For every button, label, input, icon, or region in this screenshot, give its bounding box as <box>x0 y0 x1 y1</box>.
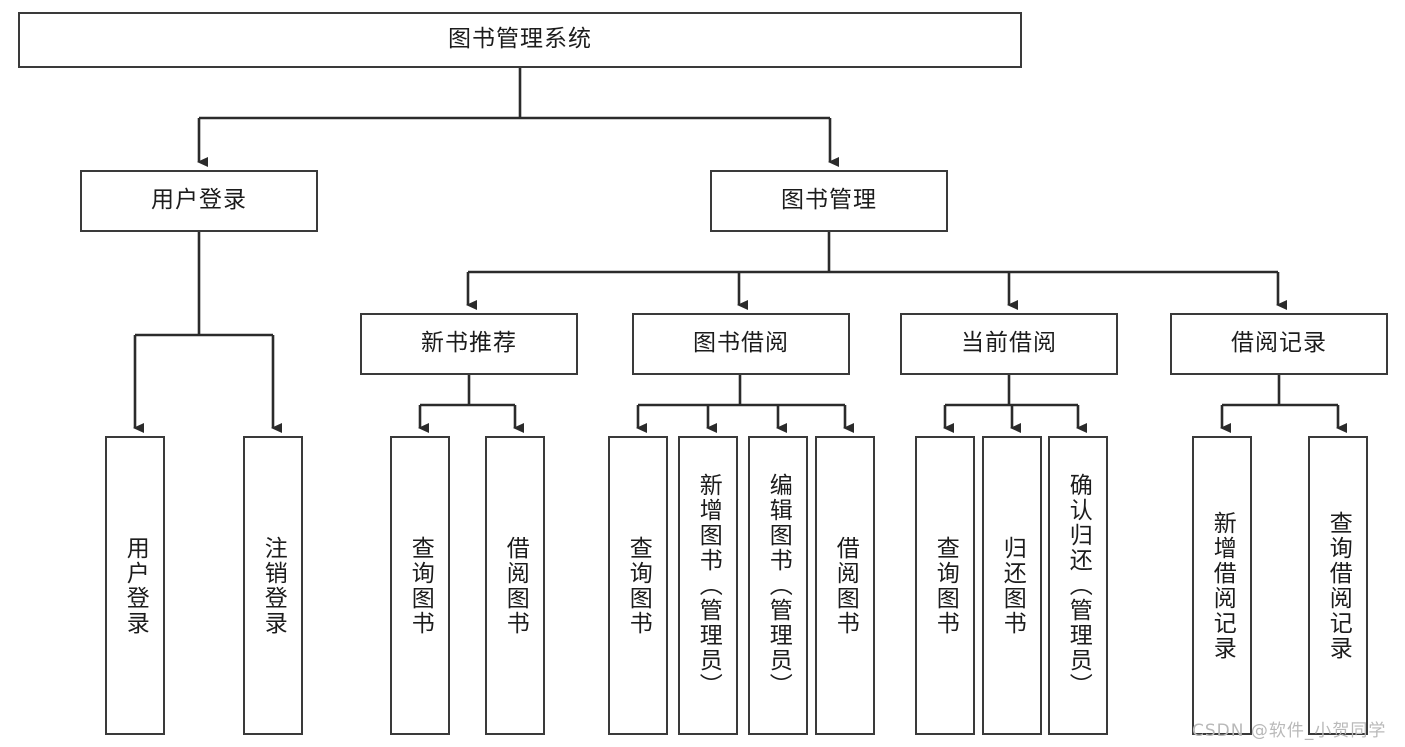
node-leaf-add-book-admin[interactable]: 新增图书（管理员） <box>678 436 738 735</box>
node-leaf-borrow-query-book-label: 查询图书 <box>625 535 652 636</box>
node-current-borrow-label: 当前借阅 <box>961 330 1057 357</box>
node-leaf-recommend-query-book-label: 查询图书 <box>407 535 434 636</box>
node-leaf-borrow-book-label: 借阅图书 <box>832 535 859 636</box>
node-leaf-current-query-book[interactable]: 查询图书 <box>915 436 975 735</box>
node-leaf-logout-label: 注销登录 <box>260 535 287 636</box>
node-leaf-add-borrow-record[interactable]: 新增借阅记录 <box>1192 436 1252 735</box>
node-new-book-recommend-label: 新书推荐 <box>421 330 517 357</box>
node-leaf-query-borrow-record-label: 查询借阅记录 <box>1325 510 1352 661</box>
node-leaf-return-book-label: 归还图书 <box>999 535 1026 636</box>
node-leaf-query-borrow-record[interactable]: 查询借阅记录 <box>1308 436 1368 735</box>
node-leaf-recommend-borrow-book[interactable]: 借阅图书 <box>485 436 545 735</box>
node-root[interactable]: 图书管理系统 <box>18 12 1022 68</box>
node-leaf-confirm-return-admin[interactable]: 确认归还（管理员） <box>1048 436 1108 735</box>
node-leaf-borrow-book[interactable]: 借阅图书 <box>815 436 875 735</box>
node-leaf-logout[interactable]: 注销登录 <box>243 436 303 735</box>
node-leaf-current-query-book-label: 查询图书 <box>932 535 959 636</box>
node-leaf-borrow-query-book[interactable]: 查询图书 <box>608 436 668 735</box>
node-leaf-edit-book-admin[interactable]: 编辑图书（管理员） <box>748 436 808 735</box>
node-user-login[interactable]: 用户登录 <box>80 170 318 232</box>
node-leaf-user-login-label: 用户登录 <box>122 535 149 636</box>
watermark-text: CSDN @软件_小贺同学 <box>1192 721 1387 741</box>
node-leaf-recommend-borrow-book-label: 借阅图书 <box>502 535 529 636</box>
node-leaf-confirm-return-admin-label: 确认归还（管理员） <box>1065 473 1092 698</box>
node-leaf-recommend-query-book[interactable]: 查询图书 <box>390 436 450 735</box>
node-borrow-record[interactable]: 借阅记录 <box>1170 313 1388 375</box>
node-leaf-add-book-admin-label: 新增图书（管理员） <box>695 473 722 698</box>
watermark: CSDN @软件_小贺同学 <box>1192 716 1386 741</box>
node-book-management[interactable]: 图书管理 <box>710 170 948 232</box>
node-book-management-label: 图书管理 <box>781 187 877 214</box>
node-leaf-return-book[interactable]: 归还图书 <box>982 436 1042 735</box>
node-root-label: 图书管理系统 <box>448 26 592 53</box>
node-leaf-edit-book-admin-label: 编辑图书（管理员） <box>765 473 792 698</box>
node-book-borrow-label: 图书借阅 <box>693 330 789 357</box>
node-new-book-recommend[interactable]: 新书推荐 <box>360 313 578 375</box>
node-leaf-add-borrow-record-label: 新增借阅记录 <box>1209 510 1236 661</box>
node-book-borrow[interactable]: 图书借阅 <box>632 313 850 375</box>
node-user-login-label: 用户登录 <box>151 187 247 214</box>
node-borrow-record-label: 借阅记录 <box>1231 330 1327 357</box>
node-current-borrow[interactable]: 当前借阅 <box>900 313 1118 375</box>
node-leaf-user-login[interactable]: 用户登录 <box>105 436 165 735</box>
